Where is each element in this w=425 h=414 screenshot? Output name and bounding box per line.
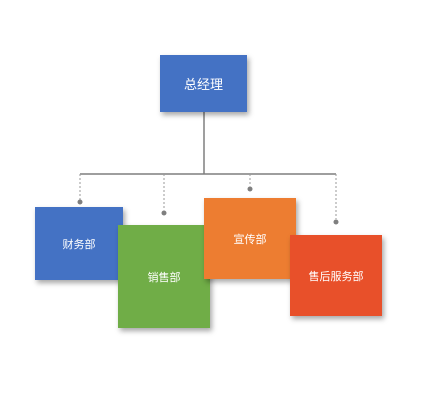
general-manager-box: 总经理 [160, 55, 247, 112]
sales-department-box: 销售部 [118, 225, 210, 328]
finance-department-box: 财务部 [35, 207, 123, 280]
drop-sales-dot [161, 210, 167, 216]
drop-finance-dot [77, 199, 83, 205]
after-sales-department-box: 售后服务部 [290, 235, 382, 316]
finance-department-label: 财务部 [62, 237, 96, 251]
general-manager-label: 总经理 [183, 78, 223, 93]
after-sales-department-label: 售后服务部 [308, 269, 364, 283]
promotion-department-label: 宣传部 [233, 232, 267, 246]
drop-promo-dot [247, 186, 253, 192]
sales-department-label: 销售部 [147, 270, 181, 284]
drop-service-dot [333, 219, 339, 225]
promotion-department-box: 宣传部 [204, 198, 296, 279]
